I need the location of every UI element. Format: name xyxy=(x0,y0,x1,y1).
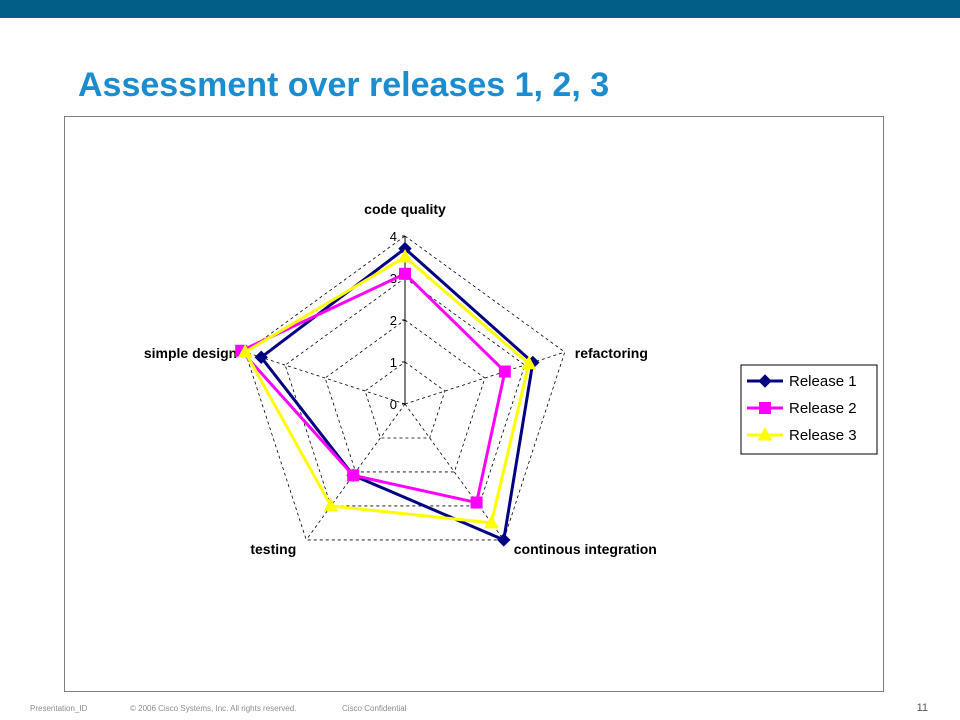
data-point xyxy=(399,267,411,280)
axis-label: refactoring xyxy=(575,345,648,361)
data-point xyxy=(397,248,413,263)
series-line xyxy=(259,247,535,542)
legend-item: Release 3 xyxy=(747,426,857,444)
page-number: 11 xyxy=(916,702,928,714)
data-point xyxy=(237,344,253,358)
footer-presentation-id: Presentation_ID xyxy=(30,704,88,713)
value-tick-label: 2 xyxy=(390,313,397,328)
series-3 xyxy=(237,248,537,529)
data-point xyxy=(758,374,772,388)
data-point xyxy=(498,365,511,378)
radar-spoke xyxy=(245,351,406,405)
footer-confidential: Cisco Confidential xyxy=(342,704,407,713)
legend: Release 1 Release 2 Release 3 xyxy=(740,364,878,455)
data-point xyxy=(521,355,537,370)
data-point xyxy=(497,533,511,547)
legend-label: Release 3 xyxy=(789,427,857,444)
axis-label: code quality xyxy=(364,201,446,217)
header-bar xyxy=(0,0,960,18)
value-tick-label: 1 xyxy=(390,355,397,370)
data-point xyxy=(759,402,771,414)
radar-grid-ring xyxy=(324,319,486,473)
data-point xyxy=(484,514,499,529)
footer-copyright: © 2006 Cisco Systems, Inc. All rights re… xyxy=(130,704,297,713)
data-point xyxy=(757,426,773,441)
radar-grid-ring xyxy=(364,361,446,439)
slide-title: Assessment over releases 1, 2, 3 xyxy=(78,66,610,104)
data-point xyxy=(470,496,483,509)
legend-item: Release 2 xyxy=(747,400,857,417)
legend-label: Release 1 xyxy=(789,373,857,390)
value-tick-label: 4 xyxy=(390,229,397,244)
value-tick-label: 0 xyxy=(390,397,397,412)
data-point xyxy=(323,497,339,512)
data-point xyxy=(254,350,268,364)
legend-label: Release 2 xyxy=(789,400,857,417)
legend-item: Release 1 xyxy=(747,373,857,390)
axis-label: simple design xyxy=(144,345,237,361)
radar-spoke xyxy=(404,403,505,541)
series-line xyxy=(243,255,531,525)
data-point xyxy=(347,469,360,482)
axis-label: continous integration xyxy=(514,541,657,557)
radar-grid-ring xyxy=(244,235,566,541)
radar-spoke xyxy=(404,351,565,405)
axis-label: testing xyxy=(250,541,296,557)
